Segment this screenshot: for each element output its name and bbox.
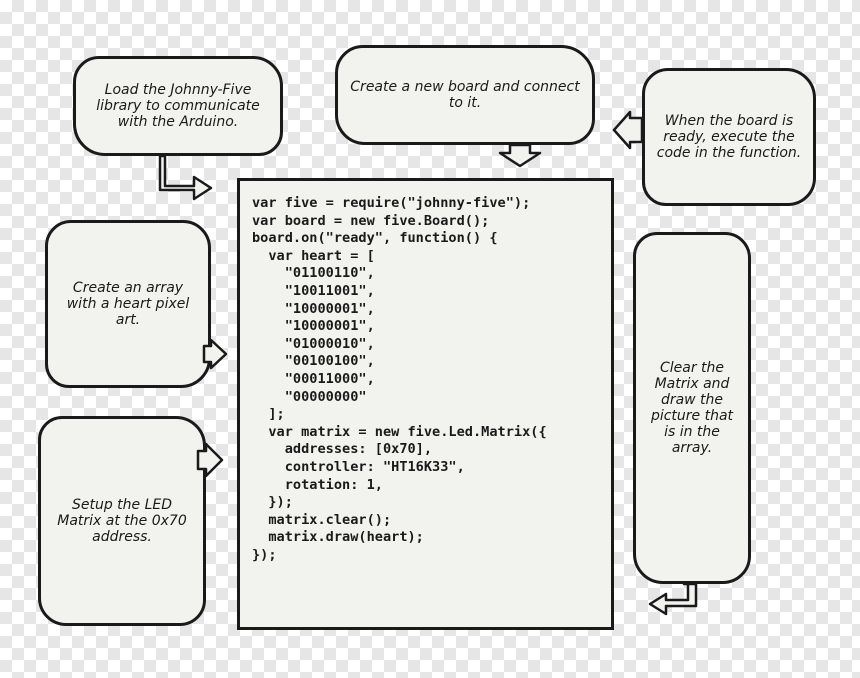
bubble-create-array: Create an array with a heart pixel art. <box>45 220 211 388</box>
code-line: "00100100", <box>252 353 375 370</box>
code-line: var matrix = new five.Led.Matrix({ <box>252 423 547 440</box>
code-line: var board = new five.Board(); <box>252 212 490 229</box>
code-line: controller: "HT16K33", <box>252 458 465 475</box>
bubble-load-library: Load the Johnny-Five library to communic… <box>73 56 283 156</box>
bubble-clear-draw: Clear the Matrix and draw the picture th… <box>633 232 751 584</box>
code-line: }); <box>252 546 277 563</box>
arrow-create-board <box>498 143 542 168</box>
arrow-setup-matrix <box>196 442 224 478</box>
bubble-create-board: Create a new board and connect to it. <box>335 45 595 145</box>
code-line: "10000001", <box>252 300 375 317</box>
code-line: var five = require("johnny-five"); <box>252 195 531 211</box>
code-line: "00011000", <box>252 370 375 387</box>
code-line: matrix.draw(heart); <box>252 529 424 546</box>
bubble-setup-matrix-text: Setup the LED Matrix at the 0x70 address… <box>57 497 187 545</box>
code-line: ]; <box>252 406 285 423</box>
arrow-board-ready <box>612 110 644 150</box>
bubble-create-array-text: Create an array with a heart pixel art. <box>66 280 190 328</box>
code-line: board.on("ready", function() { <box>252 230 498 247</box>
arrow-clear-draw <box>648 582 698 616</box>
bubble-load-library-text: Load the Johnny-Five library to communic… <box>96 82 260 130</box>
code-line: addresses: [0x70], <box>252 441 433 458</box>
arrow-load-library <box>158 154 213 201</box>
bubble-board-ready: When the board is ready, execute the cod… <box>642 68 816 206</box>
code-line: matrix.clear(); <box>252 511 392 528</box>
code-line: var heart = [ <box>252 247 375 264</box>
bubble-board-ready-text: When the board is ready, execute the cod… <box>656 113 802 161</box>
code-line: "01000010", <box>252 335 375 352</box>
bubble-create-board-text: Create a new board and connect to it. <box>350 79 580 111</box>
code-line: rotation: 1, <box>252 476 383 493</box>
code-line: "01100110", <box>252 265 375 282</box>
code-panel: var five = require("johnny-five"); var b… <box>237 178 614 630</box>
code-line: }); <box>252 494 293 511</box>
code-line: "00000000" <box>252 388 367 405</box>
code-line: "10011001", <box>252 282 375 299</box>
code-block: var five = require("johnny-five"); var b… <box>252 195 601 564</box>
bubble-clear-draw-text: Clear the Matrix and draw the picture th… <box>650 360 734 456</box>
bubble-setup-matrix: Setup the LED Matrix at the 0x70 address… <box>38 416 206 626</box>
arrow-create-array <box>202 338 228 370</box>
code-line: "10000001", <box>252 318 375 335</box>
